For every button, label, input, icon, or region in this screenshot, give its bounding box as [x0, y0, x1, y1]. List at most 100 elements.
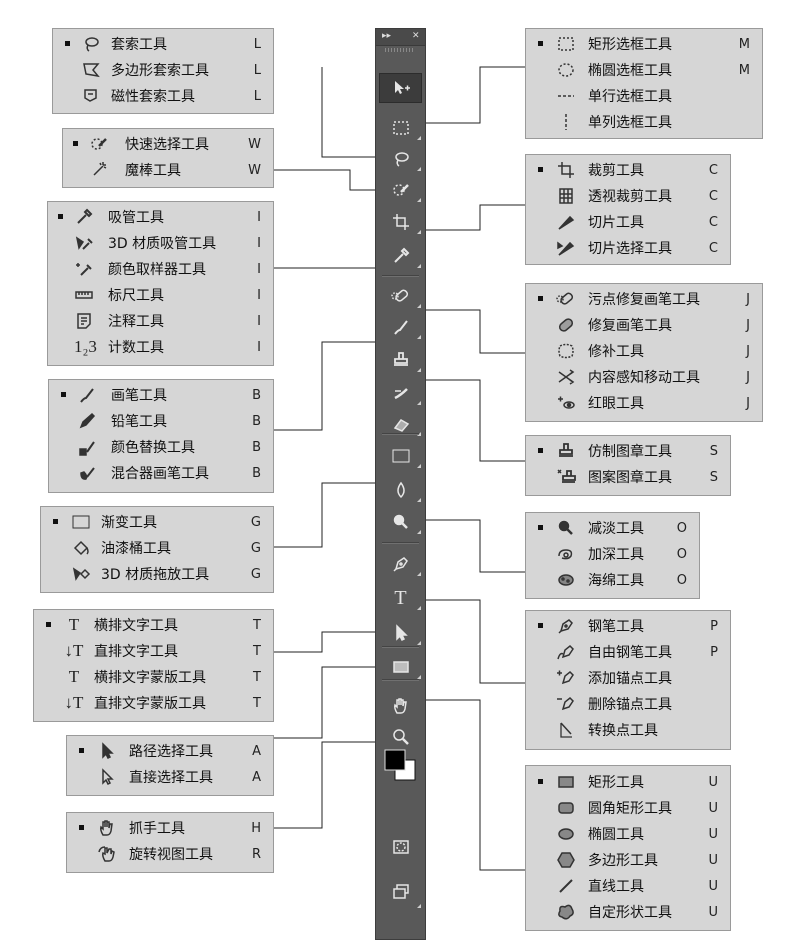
- path-selection-icon: [97, 741, 117, 761]
- flyout-indicator-icon: [417, 904, 421, 908]
- toolbar-spot-healing-button[interactable]: [379, 282, 422, 310]
- toolbar-rect-marquee-button[interactable]: [379, 114, 422, 142]
- brush-icon: [77, 385, 97, 405]
- collapse-icon[interactable]: ▸▸: [382, 31, 392, 41]
- flyout-item-convert-point[interactable]: 转换点工具: [526, 717, 730, 743]
- shortcut-key: C: [708, 162, 718, 178]
- toolbar-pen-button[interactable]: [379, 550, 422, 578]
- toolbar-crop-button[interactable]: [379, 208, 422, 236]
- toolbar-move-button[interactable]: [379, 73, 422, 103]
- crop-icon: [391, 212, 411, 232]
- toolbar-quick-mask-button[interactable]: [379, 825, 422, 869]
- toolbar-clone-stamp-button[interactable]: [379, 346, 422, 374]
- toolbar-screen-mode-button[interactable]: [379, 874, 422, 910]
- toolbar-type-button[interactable]: T: [379, 584, 422, 612]
- toolbar-eyedropper-button[interactable]: [379, 242, 422, 270]
- flyout-item-label: 直排文字蒙版工具: [94, 696, 206, 712]
- drag-grip[interactable]: [385, 48, 415, 52]
- toolbar-gradient-button[interactable]: [379, 442, 422, 470]
- toolbar-blur-button[interactable]: [379, 476, 422, 504]
- connector-shape: [413, 699, 525, 871]
- flyout-item-single-column-marquee[interactable]: 单列选框工具: [526, 109, 762, 135]
- toolbar-rectangle-shape-button[interactable]: [379, 653, 422, 681]
- flyout-item-delete-anchor[interactable]: 删除锚点工具: [526, 691, 730, 717]
- toolbar-eraser-button[interactable]: [379, 410, 422, 438]
- toolbar-quick-selection-button[interactable]: [379, 176, 422, 204]
- toolbar-hand-button[interactable]: [379, 692, 422, 720]
- toolbar-color-swatches-button[interactable]: [379, 749, 422, 781]
- tools-panel-header[interactable]: ▸▸ ✕: [376, 29, 425, 46]
- flyout-indicator-icon: [417, 464, 421, 468]
- flyout-item-label: 单行选框工具: [588, 89, 672, 105]
- flyout-item-label: 3D 材质拖放工具: [101, 567, 210, 583]
- shortcut-key: C: [708, 214, 718, 230]
- flyout-item-single-row-marquee[interactable]: 单行选框工具: [526, 83, 762, 109]
- toolbar-lasso-button[interactable]: [379, 145, 422, 173]
- close-icon[interactable]: ✕: [412, 31, 420, 41]
- connector-dodge: [413, 519, 525, 573]
- perspective-crop-icon: [556, 186, 576, 206]
- toolbar-zoom-button[interactable]: [379, 723, 422, 751]
- toolbar-dodge-button[interactable]: [379, 508, 422, 536]
- flyout-item-add-anchor[interactable]: 添加锚点工具: [526, 665, 730, 691]
- flyout-indicator-icon: [417, 198, 421, 202]
- toolbar-path-selection-button[interactable]: [379, 619, 422, 647]
- flyout-item-label: 图案图章工具: [588, 470, 672, 486]
- horizontal-type-icon: T: [64, 615, 84, 635]
- toolbar-history-brush-button[interactable]: [379, 379, 422, 407]
- spot-healing-icon: [390, 286, 411, 306]
- toolbar-brush-button[interactable]: [379, 313, 422, 341]
